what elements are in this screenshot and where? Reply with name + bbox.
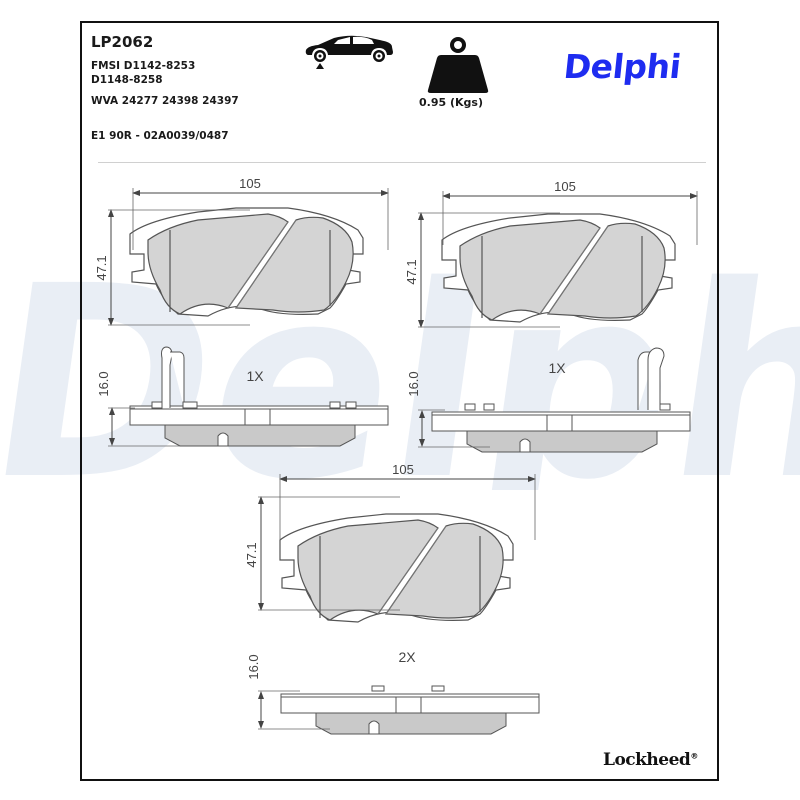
quantity-label-right: 1X xyxy=(548,360,566,376)
width-dimension-bottom: 105 xyxy=(392,462,414,477)
part-number: LP2062 xyxy=(91,33,154,51)
backing-plate-tabs-bottom xyxy=(371,685,445,692)
height-dimension-bottom: 47.1 xyxy=(244,542,259,567)
fmsi-code-2: D1148-8258 xyxy=(91,74,163,86)
height-dimension-top-left: 47.1 xyxy=(94,255,109,280)
pad-face-top-right xyxy=(441,213,676,323)
width-dimension-top-left: 105 xyxy=(239,176,261,191)
lockheed-logo: Lockheed® xyxy=(603,750,698,770)
thickness-dimension-right: 16.0 xyxy=(406,371,421,396)
height-dimension-top-right: 47.1 xyxy=(404,259,419,284)
wear-sensor-clip-right xyxy=(464,347,671,411)
approval-number: E1 90R - 02A0039/0487 xyxy=(91,130,229,142)
svg-text:Delphi: Delphi xyxy=(0,270,800,490)
car-front-axle-icon xyxy=(305,35,393,69)
datasheet-frame: LP2062 FMSI D1142-8253 D1148-8258 WVA 24… xyxy=(80,21,719,781)
wva-numbers: WVA 24277 24398 24397 xyxy=(91,95,239,107)
thickness-dimension-left: 16.0 xyxy=(96,371,111,396)
quantity-label-bottom: 2X xyxy=(398,649,416,665)
pad-face-bottom xyxy=(279,513,514,623)
pad-side-view-right xyxy=(431,411,691,453)
wear-sensor-clip-left xyxy=(151,346,357,409)
fmsi-code-1: FMSI D1142-8253 xyxy=(91,60,196,72)
pad-side-view-bottom xyxy=(280,693,540,735)
header-divider xyxy=(98,162,706,163)
pad-face-top-left xyxy=(129,207,364,317)
weight-icon xyxy=(427,37,489,93)
quantity-label-left: 1X xyxy=(246,368,264,384)
pad-side-view-left xyxy=(129,405,389,447)
width-dimension-top-right: 105 xyxy=(554,179,576,194)
weight-label: 0.95 (Kgs) xyxy=(419,96,483,109)
delphi-watermark: Delphi xyxy=(0,270,800,490)
thickness-dimension-bottom: 16.0 xyxy=(246,654,261,679)
